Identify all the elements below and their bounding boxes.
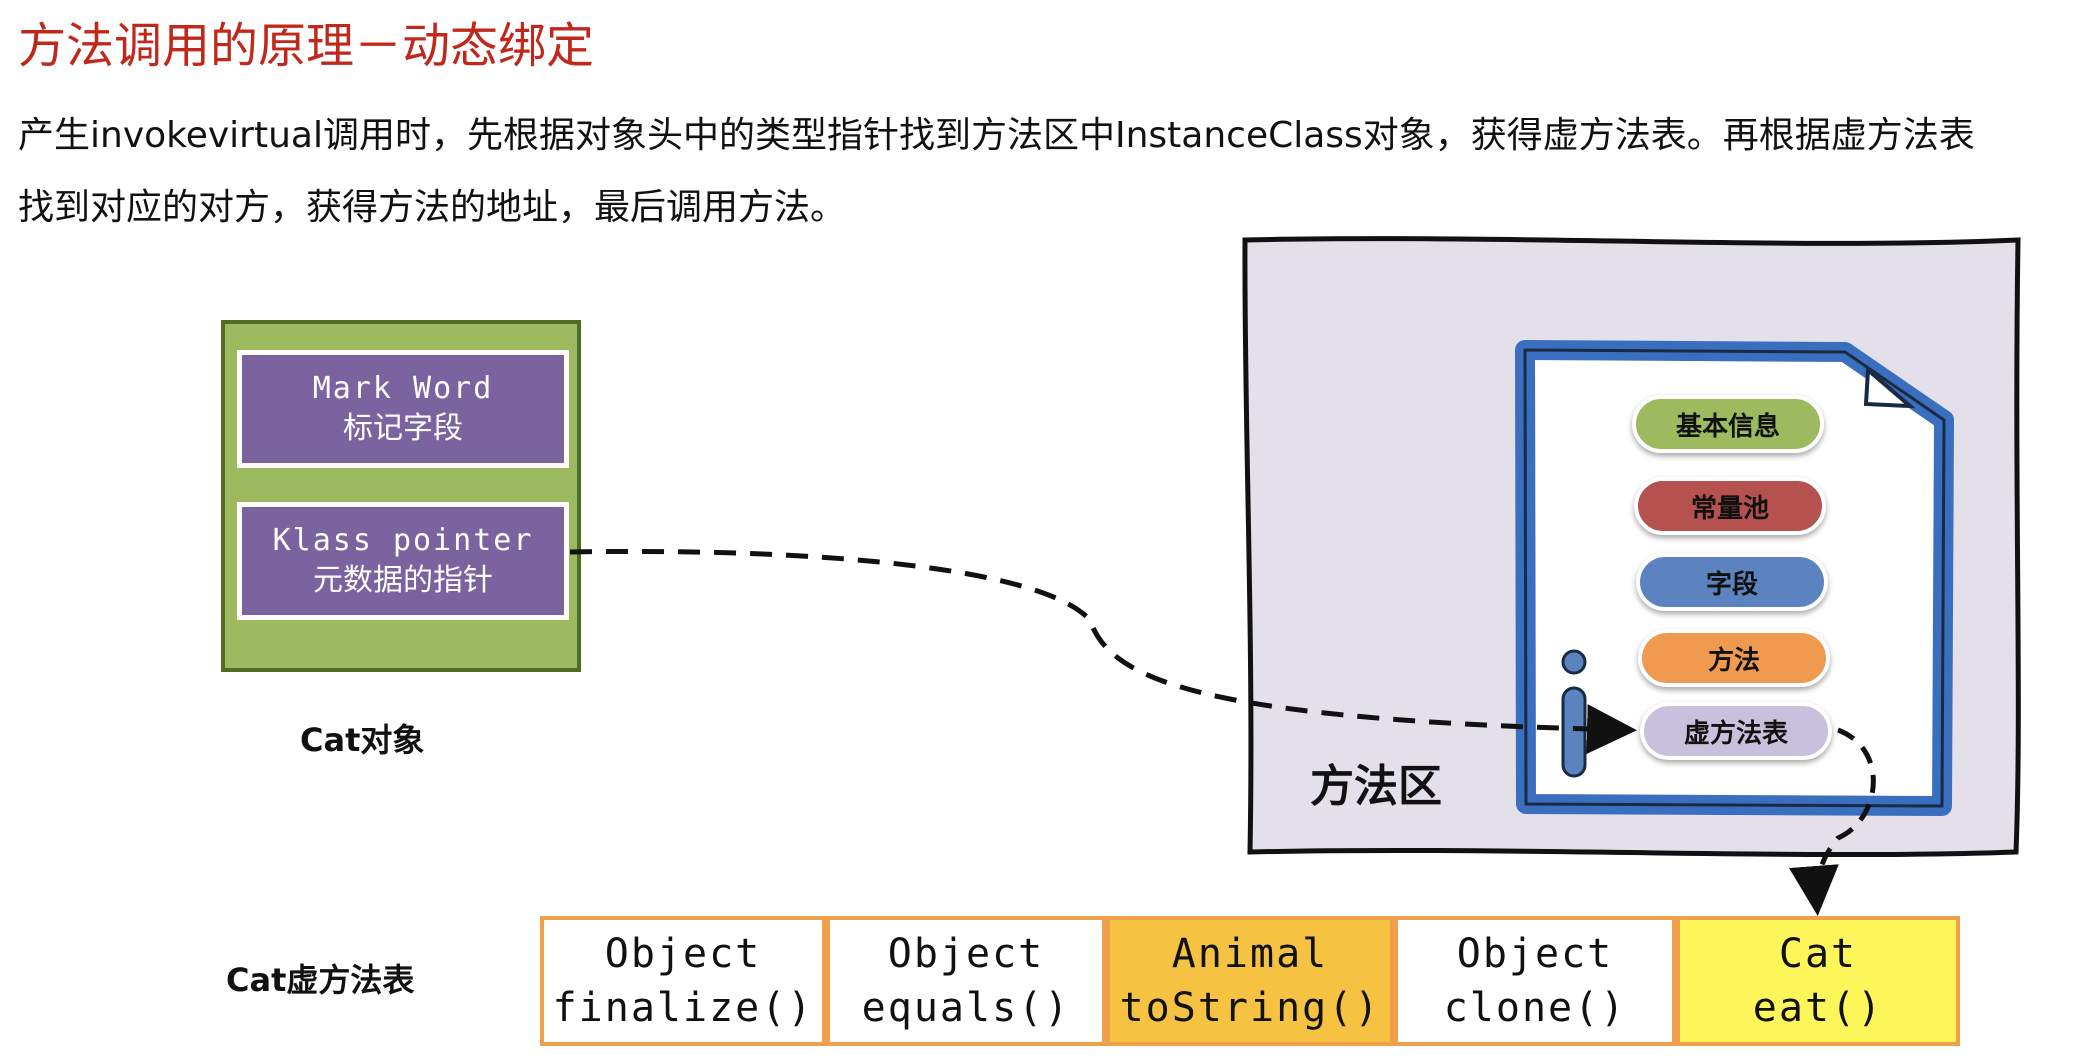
info-icon	[1561, 649, 1587, 778]
vtable-cell-class: Object	[604, 931, 762, 977]
vtable-cell-method: finalize()	[552, 985, 814, 1031]
vtable-cell-method: eat()	[1752, 985, 1884, 1031]
method-area-item-fields: 字段	[1636, 553, 1828, 611]
klass-pointer-field: Klass pointer 元数据的指针	[237, 502, 569, 620]
cat-object-caption: Cat对象	[300, 721, 425, 759]
vtable-cell-class: Object	[887, 931, 1045, 977]
mark-word-field: Mark Word 标记字段	[237, 350, 569, 468]
method-area-item-vtable: 虚方法表	[1640, 702, 1832, 760]
vtable-cell: Object equals()	[826, 916, 1106, 1046]
method-area-item-constant-pool: 常量池	[1634, 477, 1826, 535]
vtable-cell: Object clone()	[1394, 916, 1676, 1046]
vtable-arrow	[1789, 727, 1876, 916]
vtable-cell-method: equals()	[861, 985, 1071, 1031]
vtable-cell-class: Cat	[1778, 931, 1858, 977]
klass-pointer-desc: 元数据的指针	[313, 563, 493, 598]
description-line-2: 找到对应的对方，获得方法的地址，最后调用方法。	[18, 187, 847, 228]
method-area-item-basic-info: 基本信息	[1632, 395, 1824, 453]
klass-pointer-name: Klass pointer	[272, 523, 534, 558]
vtable-cell: Cat eat()	[1676, 916, 1960, 1046]
vtable-cell: Object finalize()	[540, 916, 826, 1046]
klass-pointer-arrow	[569, 548, 1637, 755]
description: 产生invokevirtual调用时，先根据对象头中的类型指针找到方法区中Ins…	[18, 100, 2068, 244]
cat-object-box: Mark Word 标记字段 Klass pointer 元数据的指针	[221, 320, 581, 672]
vtable-caption: Cat虚方法表	[226, 961, 415, 999]
page-title: 方法调用的原理－动态绑定	[18, 18, 595, 74]
mark-word-name: Mark Word	[312, 371, 494, 406]
vtable-cell-method: clone()	[1443, 985, 1627, 1031]
vtable-cell: Animal toString()	[1106, 916, 1394, 1046]
vtable-cell-class: Animal	[1171, 931, 1329, 977]
method-area-item-methods: 方法	[1638, 629, 1830, 687]
method-area-label: 方法区	[1310, 761, 1442, 812]
description-line-1: 产生invokevirtual调用时，先根据对象头中的类型指针找到方法区中Ins…	[18, 115, 1975, 156]
vtable-cell-method: toString()	[1119, 985, 1381, 1031]
mark-word-desc: 标记字段	[343, 411, 463, 446]
vtable-cell-class: Object	[1456, 931, 1614, 977]
